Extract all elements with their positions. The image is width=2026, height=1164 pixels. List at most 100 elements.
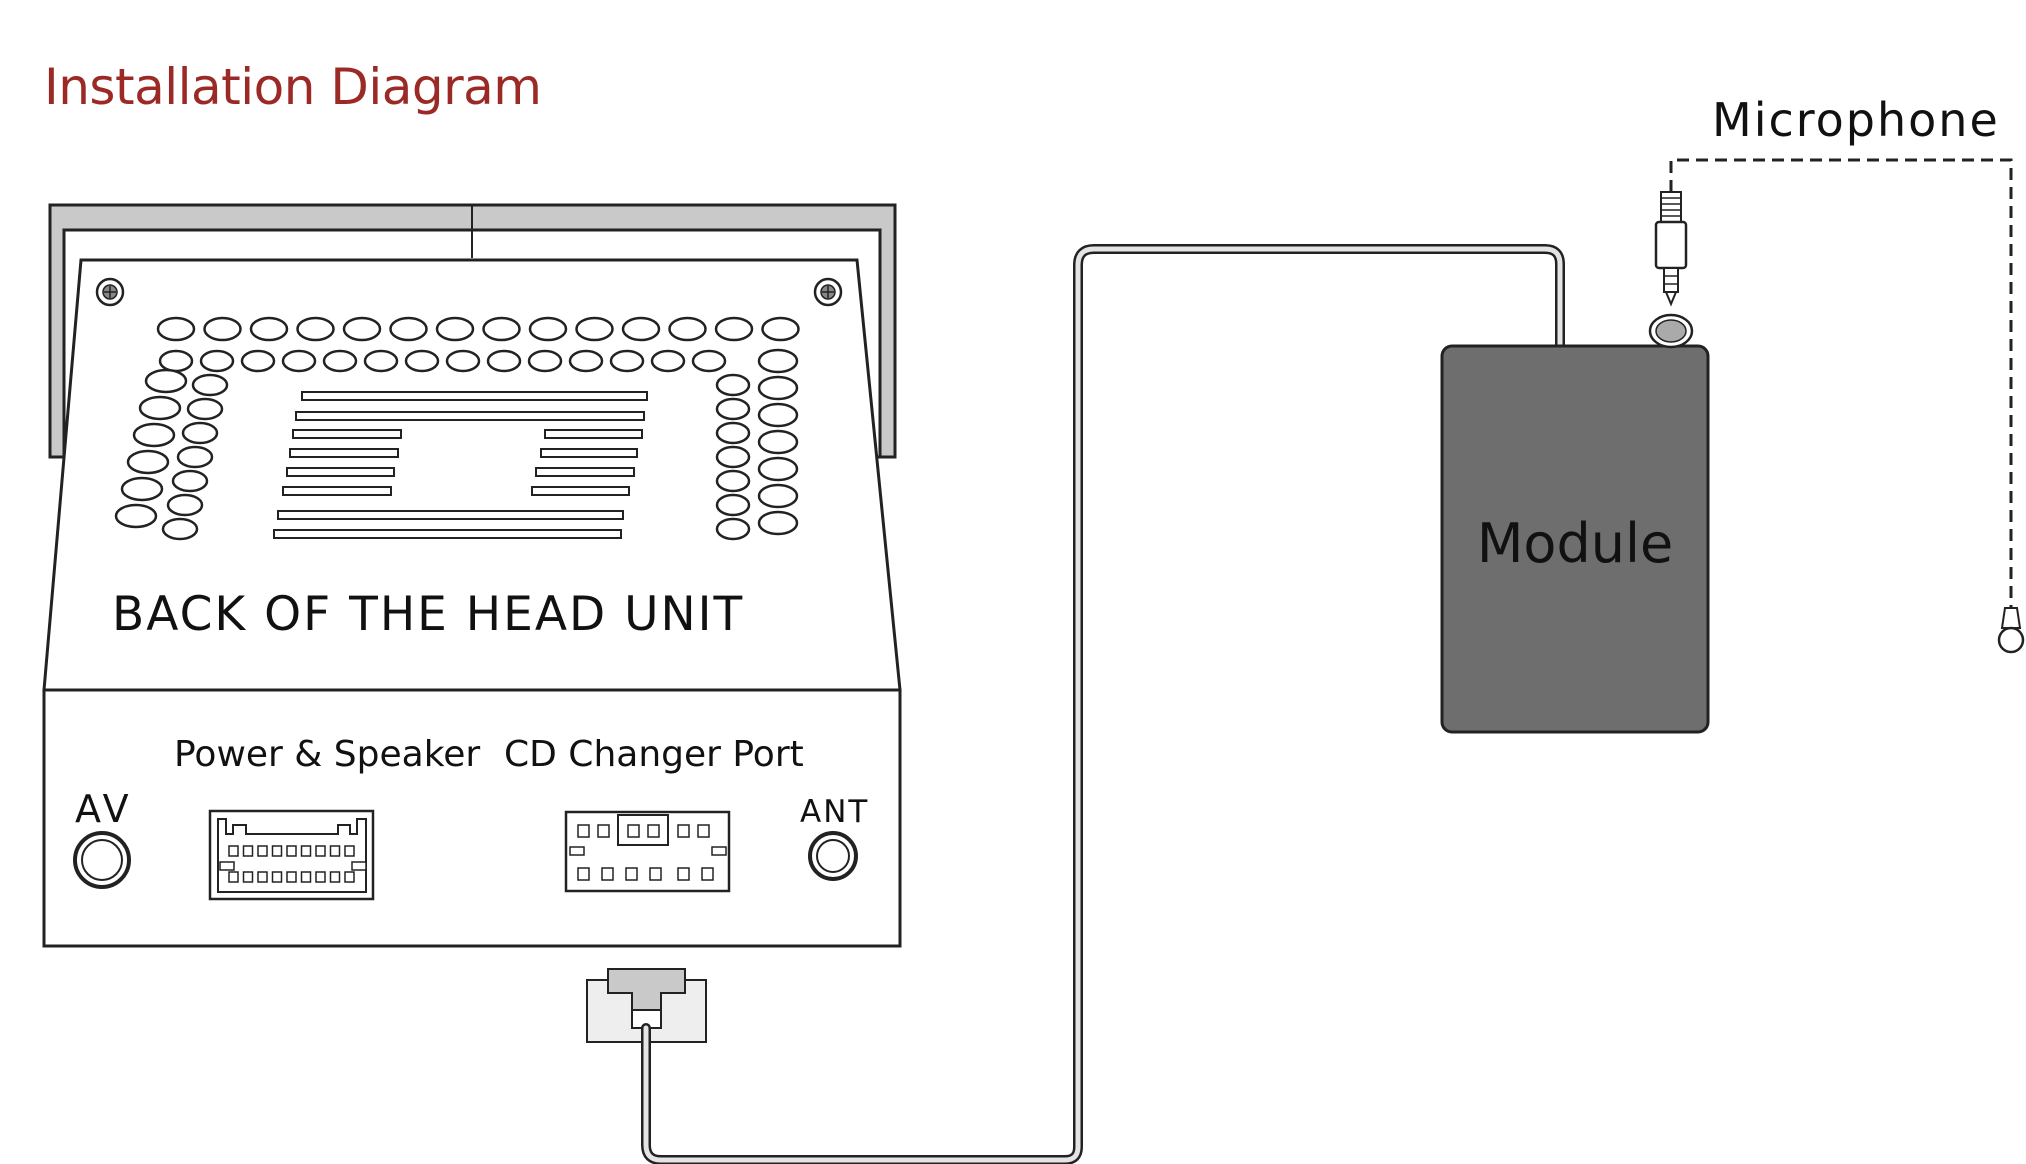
vent-hole <box>126 449 170 475</box>
connector-pin <box>677 824 690 838</box>
vent-hole <box>161 517 199 541</box>
ventilation-slots <box>273 391 648 539</box>
connector-pin <box>228 871 239 883</box>
connector-pin <box>257 845 268 857</box>
vent-hole <box>575 316 614 342</box>
vent-hole <box>342 316 382 342</box>
vent-hole <box>528 316 568 342</box>
connector-pin <box>315 871 326 883</box>
head-unit-label: BACK OF THE HEAD UNIT <box>112 587 744 642</box>
connector-pin <box>228 845 239 857</box>
vent-hole <box>404 349 440 373</box>
vent-hole <box>609 349 645 373</box>
connector-pin <box>627 824 640 838</box>
vent-hole <box>445 349 481 373</box>
vent-hole <box>568 349 604 373</box>
vent-hole <box>144 368 188 394</box>
connector-pin <box>257 871 268 883</box>
module-cable <box>641 244 1565 1164</box>
vent-hole <box>132 422 176 448</box>
connector-pin <box>242 845 254 857</box>
cd-changer-pins <box>577 824 714 881</box>
page-title: Installation Diagram <box>44 58 542 116</box>
power-speaker-connector[interactable] <box>208 809 375 901</box>
connector-pin <box>329 871 341 883</box>
vent-hole <box>715 397 751 421</box>
connector-pin <box>625 867 638 881</box>
ventilation-holes <box>114 316 800 541</box>
vent-hole <box>191 373 229 397</box>
vent-hole <box>281 349 317 373</box>
vent-hole <box>138 395 182 421</box>
vent-hole <box>715 469 751 493</box>
connector-pin <box>344 845 355 857</box>
vent-hole <box>114 503 158 529</box>
vent-hole <box>715 445 751 469</box>
connector-pin <box>300 871 312 883</box>
vent-hole <box>757 402 799 428</box>
av-label: AV <box>75 787 133 831</box>
vent-hole <box>691 349 727 373</box>
connector-pin <box>649 867 662 881</box>
connector-pin <box>271 845 283 857</box>
av-jack[interactable] <box>73 831 131 889</box>
vent-hole <box>158 349 194 373</box>
vent-hole <box>482 316 521 342</box>
vent-hole <box>435 316 475 342</box>
mic-plug-icon <box>1654 191 1688 307</box>
connector-pin <box>344 871 355 883</box>
vent-hole <box>714 316 754 342</box>
connector-pin <box>577 824 590 838</box>
vent-hole <box>527 349 563 373</box>
connector-pin <box>577 867 590 881</box>
vent-hole <box>621 316 661 342</box>
power-speaker-pins <box>228 845 355 883</box>
vent-hole <box>171 469 209 493</box>
connector-pin <box>286 845 297 857</box>
vent-hole <box>249 316 289 342</box>
power-speaker-label: Power & Speaker <box>174 734 480 775</box>
screw-icon <box>95 277 125 307</box>
vent-hole <box>203 316 242 342</box>
vent-hole <box>715 493 751 517</box>
vent-hole <box>240 349 276 373</box>
connector-pin <box>697 824 710 838</box>
vent-hole <box>389 316 428 342</box>
vent-hole <box>166 493 204 517</box>
vent-hole <box>156 316 196 342</box>
mic-jack[interactable] <box>1648 313 1694 349</box>
vent-hole <box>715 373 751 397</box>
vent-hole <box>757 510 799 536</box>
cd-changer-label: CD Changer Port <box>504 734 804 775</box>
vent-hole <box>757 348 799 374</box>
connector-pin <box>271 871 283 883</box>
vent-hole <box>715 421 751 445</box>
ant-label: ANT <box>800 794 869 830</box>
vent-hole <box>757 483 799 509</box>
connector-pin <box>677 867 690 881</box>
vent-hole <box>181 421 219 445</box>
vent-hole <box>120 476 164 502</box>
vent-hole <box>757 429 799 455</box>
connector-pin <box>701 867 714 881</box>
connector-pin <box>286 871 297 883</box>
vent-hole <box>363 349 399 373</box>
vent-hole <box>757 456 799 482</box>
cd-changer-connector[interactable] <box>564 810 731 893</box>
port-panel <box>42 688 902 948</box>
vent-hole <box>322 349 358 373</box>
vent-hole <box>199 349 235 373</box>
connector-pin <box>601 867 614 881</box>
vent-hole <box>715 517 751 541</box>
microphone-icon <box>1997 607 2025 654</box>
vent-hole <box>668 316 707 342</box>
microphone-cable <box>1669 158 2013 610</box>
vent-hole <box>761 316 800 342</box>
connector-pin <box>242 871 254 883</box>
vent-hole <box>486 349 522 373</box>
module-label: Module <box>1477 512 1673 575</box>
connector-pin <box>300 845 312 857</box>
vent-hole <box>296 316 335 342</box>
ant-jack[interactable] <box>808 831 858 881</box>
connector-pin <box>329 845 341 857</box>
